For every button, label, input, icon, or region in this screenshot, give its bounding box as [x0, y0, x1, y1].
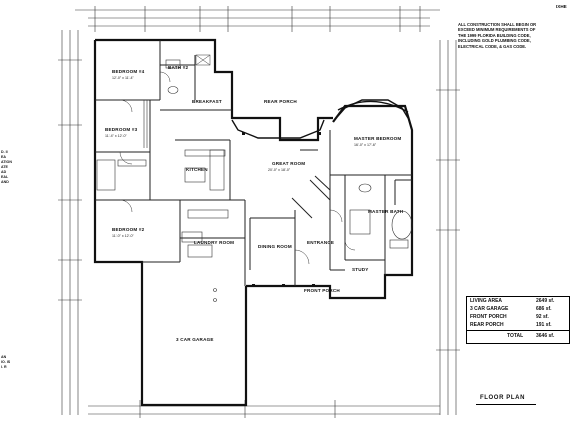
- cabinets-fixtures: [96, 59, 413, 302]
- left-edge-line: EAL: [1, 175, 9, 179]
- room-label-kitchen: KITCHEN: [186, 167, 208, 172]
- area-value: 92 sf.: [536, 314, 549, 320]
- room-dims-bedroom-2: 11'-0" x 12'-0": [112, 234, 134, 238]
- room-label-entrance: ENTRANCE: [307, 240, 335, 245]
- area-total-row: TOTAL 3646 sf.: [467, 332, 569, 340]
- title-underline: [476, 404, 536, 405]
- room-label-3-car-garage: 3 CAR GARAGE: [176, 337, 214, 342]
- room-label-great-room: GREAT ROOM: [272, 161, 306, 166]
- room-label-dining-room: DINING ROOM: [258, 244, 292, 249]
- area-label: REAR PORCH: [470, 322, 504, 328]
- construction-notes: ALL CONSTRUCTION SHALL BEGIN OR EXCEED M…: [458, 22, 566, 49]
- room-label-master-bath: MASTER BATH: [368, 209, 404, 214]
- room-label-bedroom-2: BEDROOM #2: [112, 227, 145, 232]
- left-edge-line: AD: [1, 170, 7, 174]
- note-line: ALL CONSTRUCTION SHALL BEGIN OR: [458, 22, 537, 27]
- room-label-bedroom-3: BEDROOM #3: [105, 127, 138, 132]
- left-edge-line: EA: [1, 155, 6, 159]
- area-total-label: TOTAL: [507, 333, 524, 339]
- left-edge-line: AND: [1, 180, 9, 184]
- exterior-walls: [93, 38, 414, 407]
- area-divider: [467, 330, 569, 331]
- area-row: LIVING AREA 2649 sf.: [467, 297, 569, 305]
- area-value: 191 sf.: [536, 322, 552, 328]
- room-label-bath-2: BATH #2: [168, 65, 189, 70]
- room-label-laundry-room: LAUNDRY ROOM: [194, 240, 235, 245]
- bay-windows: [231, 99, 409, 139]
- area-row: REAR PORCH 191 sf.: [467, 321, 569, 329]
- left-edge-line: AN: [1, 355, 7, 359]
- area-label: 3 CAR GARAGE: [470, 306, 509, 312]
- area-value: 686 sf.: [536, 306, 552, 312]
- room-label-front-porch: FRONT PORCH: [304, 288, 340, 293]
- note-line: ELECTRICAL CODE, & GAS CODE.: [458, 43, 527, 49]
- room-label-breakfast: BREAKFAST: [192, 99, 222, 104]
- header-fragment: IXHE: [556, 4, 567, 9]
- left-edge-line: ATION: [1, 160, 12, 164]
- area-label: FRONT PORCH: [470, 314, 507, 320]
- room-dims-bedroom-4: 12'-0" x 11'-4": [112, 76, 134, 80]
- left-edge-line: ATE: [1, 165, 8, 169]
- room-label-study: STUDY: [352, 267, 369, 272]
- note-line: EXCEED MINIMUM REQUIREMENTS OF: [458, 27, 536, 33]
- hatched-posts: [195, 54, 211, 66]
- area-label: LIVING AREA: [470, 298, 503, 304]
- left-edge-text: D. II EA ATION ATE AD EAL AND AN IO. IS …: [1, 150, 12, 370]
- left-edge-line: IO. IS: [1, 360, 11, 364]
- room-dims-master-bedroom: 16'-0" x 17'-6": [354, 143, 377, 147]
- porch-columns: [242, 132, 321, 287]
- door-swings: [119, 71, 356, 265]
- room-label-bedroom-4: BEDROOM #4: [112, 69, 145, 74]
- left-edge-line: D. II: [1, 150, 8, 154]
- room-dims-great-room: 20'-0" x 18'-0": [268, 168, 291, 172]
- note-line: THE 1999 FLORIDA BUILDING CODE,: [458, 32, 531, 38]
- room-dims-bedroom-3: 11'-4" x 12'-0": [105, 134, 127, 138]
- note-line: INCLUDING GOLD PLUMBING CODE,: [458, 38, 531, 44]
- room-label-master-bedroom: MASTER BEDROOM: [354, 136, 402, 141]
- area-row: FRONT PORCH 92 sf.: [467, 313, 569, 321]
- area-table: LIVING AREA 2649 sf. 3 CAR GARAGE 686 sf…: [466, 296, 570, 344]
- area-row: 3 CAR GARAGE 686 sf.: [467, 305, 569, 313]
- area-total-value: 3646 sf.: [536, 333, 555, 339]
- area-value: 2649 sf.: [536, 298, 555, 304]
- left-edge-line: I. R: [1, 365, 7, 369]
- drawing-title: FLOOR PLAN: [480, 395, 525, 401]
- interior-walls: [95, 40, 412, 286]
- room-label-rear-porch: REAR PORCH: [264, 99, 297, 104]
